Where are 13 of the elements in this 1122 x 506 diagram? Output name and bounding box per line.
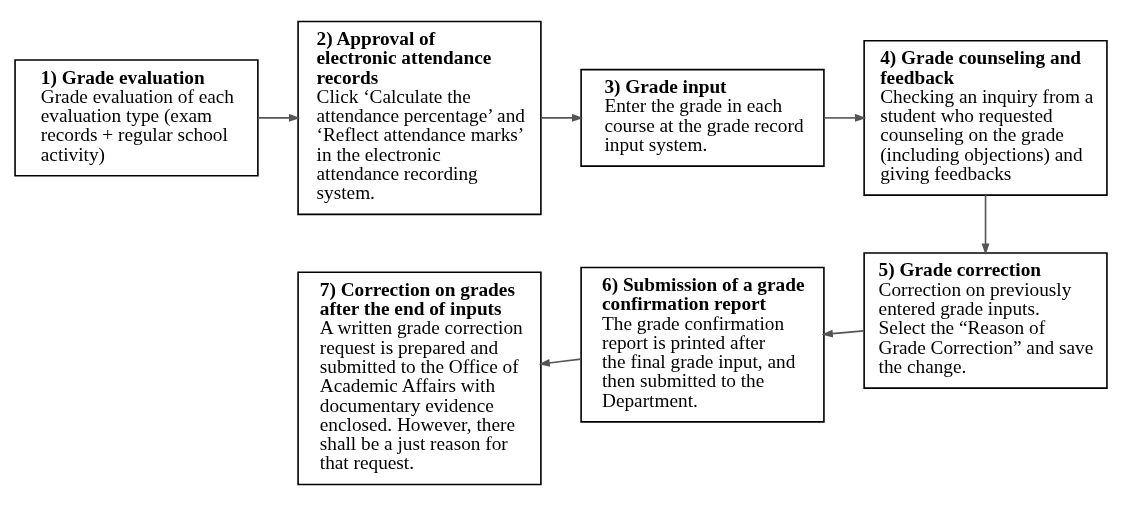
node-box: 5) Grade correction Correction on previously entered grade inputs. Select the “Reason of Grade Correction” and save the change. [863,252,1108,389]
arrow [823,113,867,122]
node-box: 4) Grade counseling and feedback Checking an inquiry from a student who requested counseling on the grade (including objections) and giving feedbacks [863,39,1108,196]
node-box: 6) Submission of a grade confirmation report The grade confirmation report is printed after the final grade input, and then submitted to the Department. [580,266,825,423]
arrow [981,194,990,255]
node-box: 7) Correction on grades after the end of inputs A written grade correction request is prepared and submitted to the Office of Academic Affairs with documentary evidence enclosed. However, there shall be a just reason for that request. [297,271,542,486]
arrow [821,329,865,338]
arrow [257,113,301,122]
node-box: 1) Grade evaluation Grade evaluation of each evaluation type (exam records + regular school activity) [14,59,259,177]
node-box: 3) Grade input Enter the grade in each course at the grade record input system. [580,68,825,167]
arrow [538,358,582,367]
arrow [540,113,584,122]
node-box: 2) Approval of electronic attendance records Click ‘Calculate the attendance percentage’ and ‘Reflect attendance marks’ in the electronic attendance recording system. [297,20,542,216]
